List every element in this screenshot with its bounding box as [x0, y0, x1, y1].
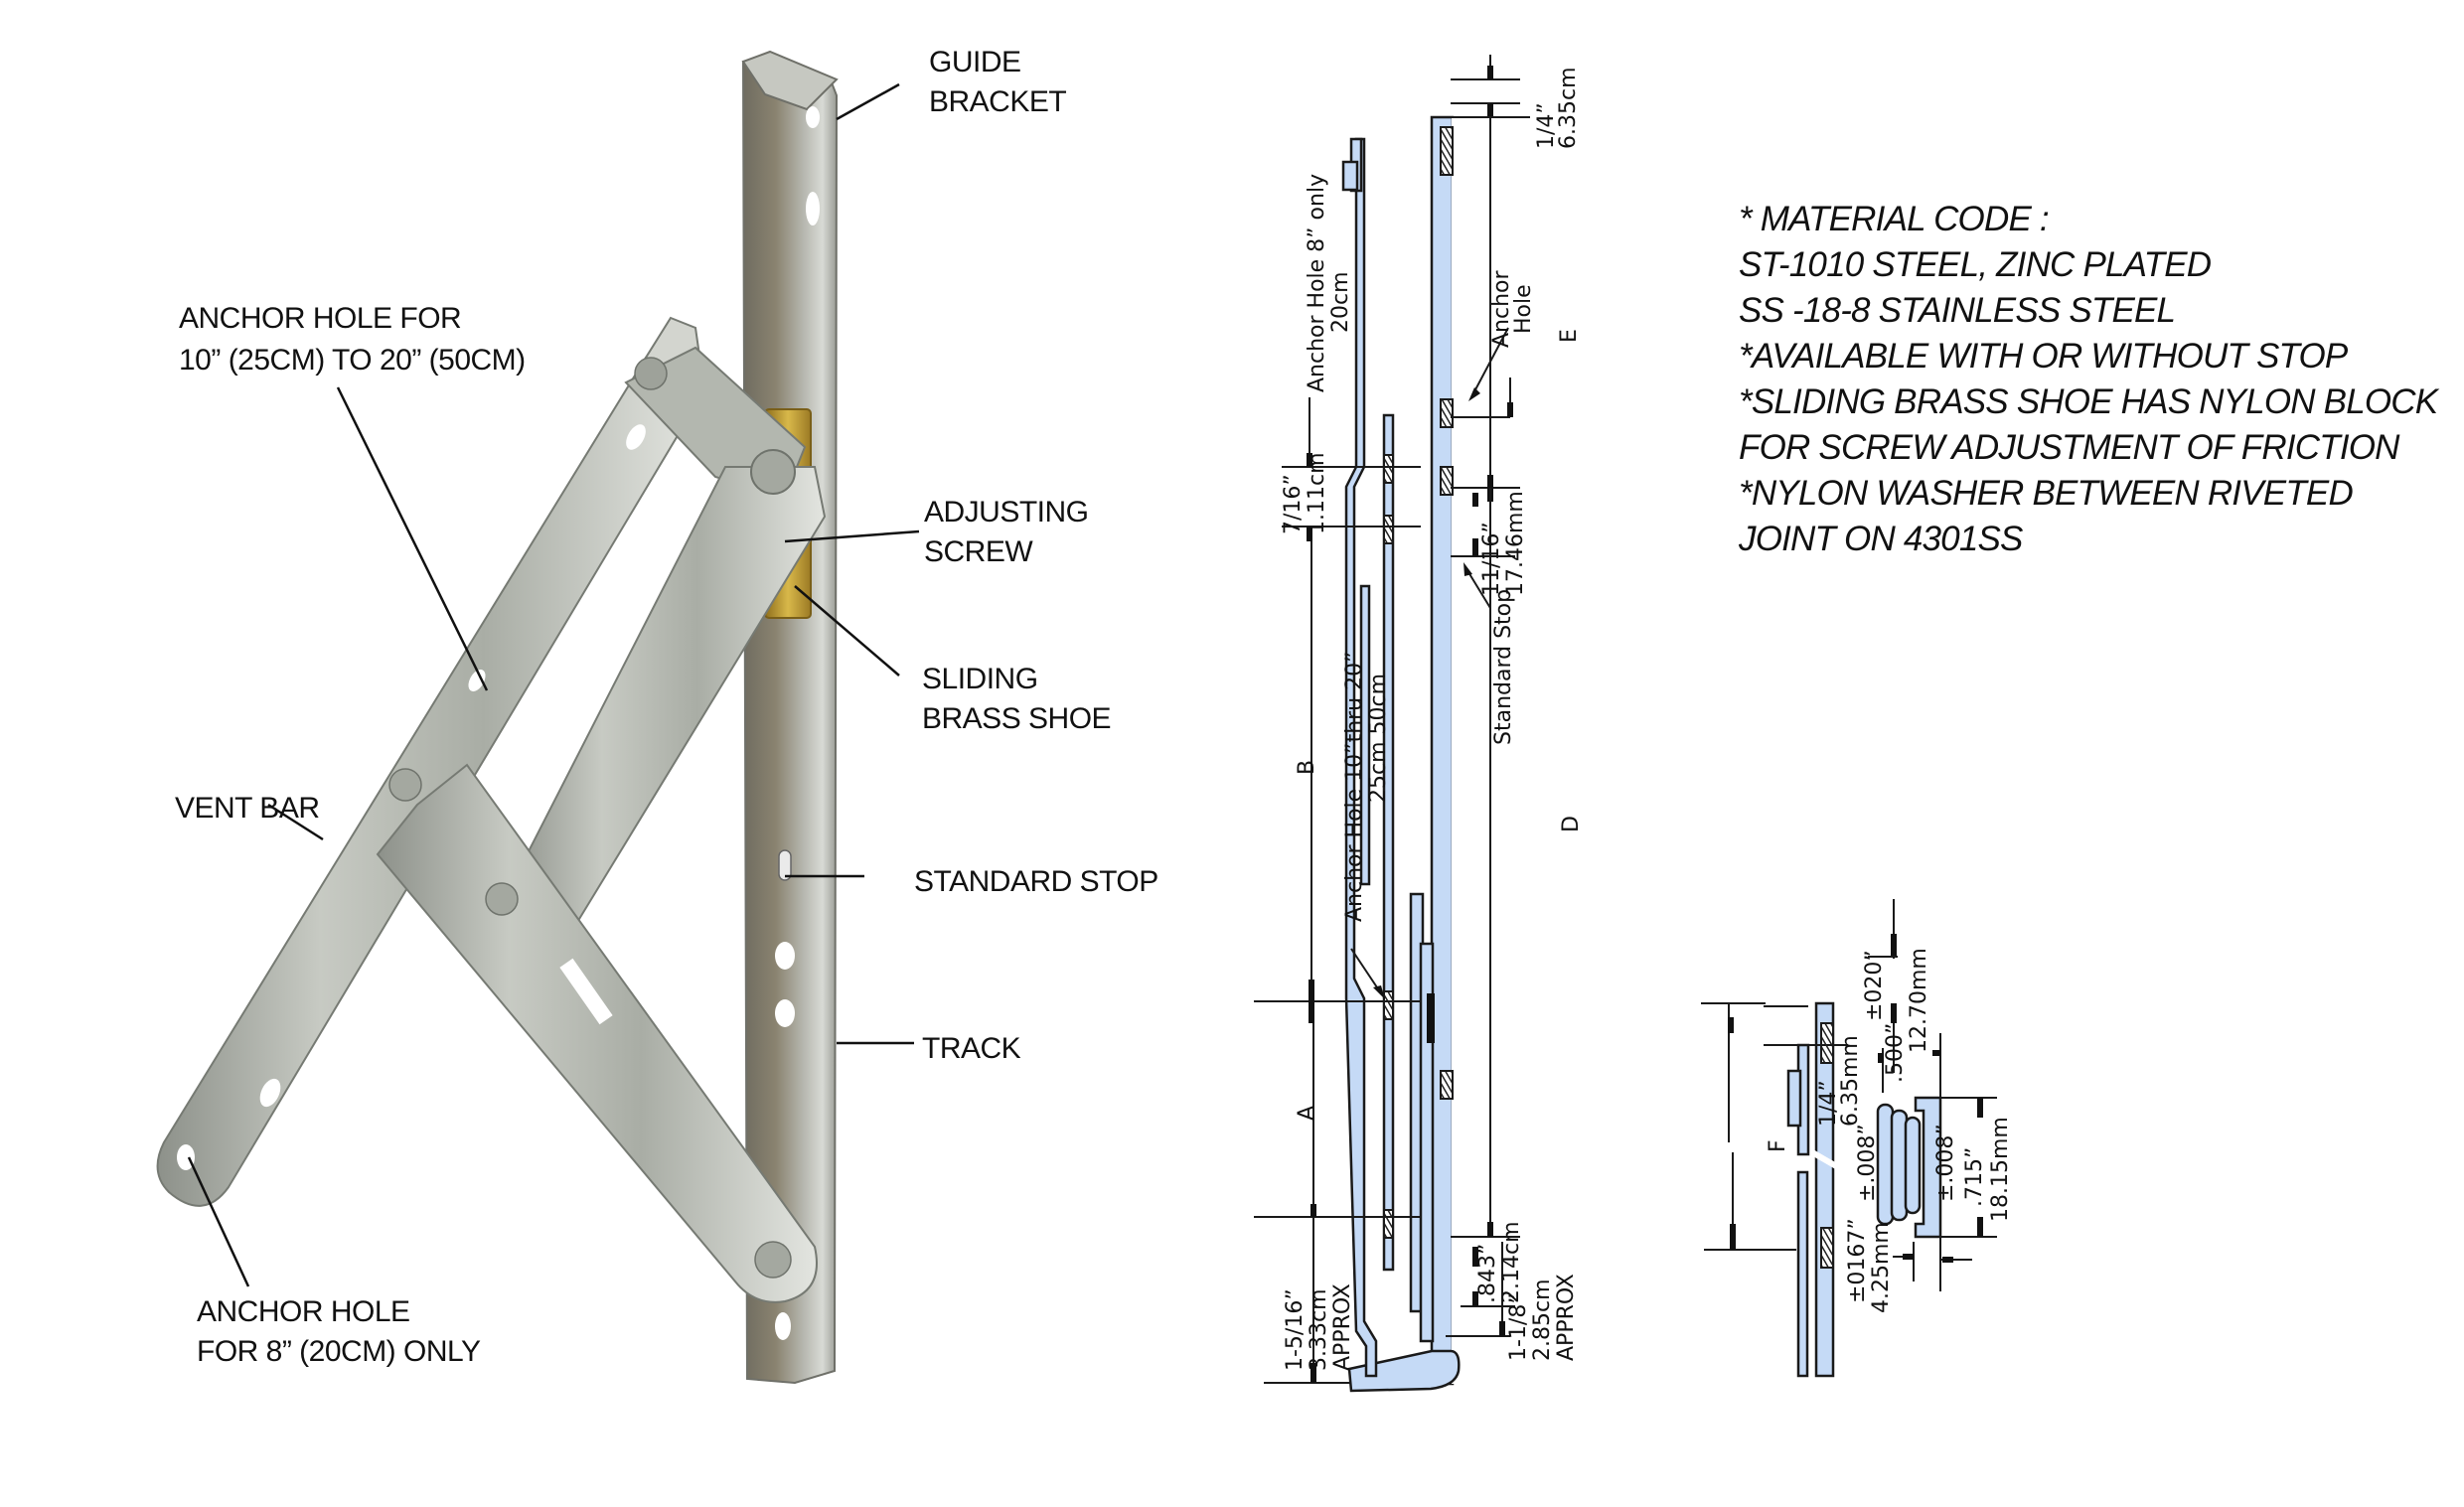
material-notes: * MATERIAL CODE : ST-1010 STEEL, ZINC PL…: [1739, 197, 2438, 562]
note-line: JOINT ON 4301SS: [1739, 520, 2023, 558]
rivet: [634, 357, 668, 390]
hatch-block: [1440, 466, 1454, 496]
drawing-track-end: [1347, 1349, 1461, 1393]
dim-b: B: [1295, 760, 1319, 775]
dim-anchor-hole: Anchor Hole: [1489, 263, 1536, 348]
detail-tol-008-right: ±.008”: [1933, 1124, 1958, 1202]
dim-top-quarter: 1/4” 6.35cm: [1534, 67, 1581, 149]
dim-anchor-hole-8-only: Anchor Hole 8” only 20cm: [1305, 167, 1353, 392]
hatch-block: [1383, 990, 1394, 1020]
hatch-block: [1383, 454, 1394, 484]
callout-track: TRACK: [922, 1032, 1021, 1065]
standard-stop-slot: [778, 849, 792, 881]
callout-anchor-hole-8: ANCHOR HOLE FOR 8” (20CM) ONLY: [197, 1295, 481, 1368]
track-hole: [806, 106, 820, 128]
dim-point-843: .843” 2.14cm: [1475, 1221, 1524, 1303]
note-line: ST-1010 STEEL, ZINC PLATED: [1739, 245, 2212, 284]
hatch-block: [1440, 126, 1454, 176]
detail-quarter: 1/4” 6.35mm: [1816, 1035, 1863, 1127]
dim-d: D: [1559, 816, 1584, 832]
callout-sliding-brass-shoe: SLIDING BRASS SHOE: [922, 663, 1111, 735]
drawing-arm: [1382, 413, 1395, 1272]
note-line: *NYLON WASHER BETWEEN RIVETED: [1739, 474, 2354, 513]
rivet: [750, 449, 796, 495]
detail-track: [1814, 1001, 1835, 1378]
callout-standard-stop: STANDARD STOP: [914, 865, 1158, 898]
detail-point-500: .500” 12.70mm: [1883, 948, 1931, 1083]
hatch-block: [1440, 398, 1454, 428]
track: [741, 50, 839, 1385]
callout-anchor-hole-10-20: ANCHOR HOLE FOR 10” (25CM) TO 20” (50CM): [179, 302, 526, 377]
track-hole: [775, 942, 795, 970]
hatch-block: [1383, 515, 1394, 544]
dim-one-five-sixteenths: 1-5/16” 3.33cm APPROX: [1283, 1281, 1355, 1371]
rivet: [485, 882, 519, 916]
note-line: *AVAILABLE WITH OR WITHOUT STOP: [1739, 337, 2348, 376]
detail-point-715: .715” 18.15mm: [1962, 1117, 2013, 1222]
track-hole: [806, 192, 820, 226]
track-hole: [775, 999, 795, 1027]
detail-f: F: [1766, 1139, 1790, 1152]
dim-one-one-eighth: 1-1/8” 2.85cm APPROX: [1506, 1272, 1579, 1361]
hatch-block: [1383, 1209, 1394, 1239]
note-line: *SLIDING BRASS SHOE HAS NYLON BLOCK: [1739, 382, 2438, 421]
guide-bracket-tab: [741, 50, 839, 111]
dim-e: E: [1557, 329, 1582, 343]
note-line: FOR SCREW ADJUSTMENT OF FRICTION: [1739, 428, 2399, 467]
hinge-photo: GUIDE BRACKET ANCHOR HOLE FOR 10” (25CM)…: [156, 46, 1158, 1385]
hatch-block: [1820, 1227, 1834, 1269]
dim-standard-stop: Standard Stop: [1491, 589, 1516, 745]
drawing-vent-bar: [1344, 137, 1378, 1378]
track-hole: [775, 1312, 791, 1340]
callout-leaders: [187, 82, 920, 1287]
hatch-block: [1820, 1022, 1834, 1064]
callout-adjusting-screw: ADJUSTING SCREW: [924, 496, 1096, 568]
callout-vent-bar: VENT BAR: [175, 792, 320, 825]
dim-eleven-sixteenths: 11/16” 17.46mm: [1479, 491, 1528, 596]
detail-drawing: F 1/4” 6.35mm ±020” .500” 12.70mm ±.008”…: [1701, 899, 2013, 1378]
rivet: [754, 1241, 792, 1279]
dim-a: A: [1295, 1106, 1319, 1121]
technical-drawing: 1/4” 6.35cm Anchor Hole 8” only 20cm Anc…: [1254, 55, 1584, 1393]
hatch-block: [1440, 1070, 1454, 1100]
note-line: * MATERIAL CODE :: [1739, 200, 2050, 238]
note-line: SS -18-8 STAINLESS STEEL: [1739, 291, 2176, 330]
drawing-track: [1430, 115, 1455, 1386]
dim-anchor-hole-10-20: Anchor Hole 10”thru 20” 25cm 50cm: [1342, 644, 1391, 922]
callout-guide-bracket: GUIDE BRACKET: [929, 46, 1066, 118]
detail-tol-008-left: ±.008”: [1855, 1124, 1880, 1202]
lower-arm: [376, 763, 818, 1303]
detail-tol-0167: ±0167” 4.25mm: [1845, 1211, 1894, 1313]
detail-tol-020: ±020”: [1862, 950, 1887, 1021]
dim-seven-sixteenths: 7/16” 1.11cm: [1281, 452, 1329, 534]
support-arm: [505, 449, 827, 926]
rivet: [388, 768, 422, 802]
